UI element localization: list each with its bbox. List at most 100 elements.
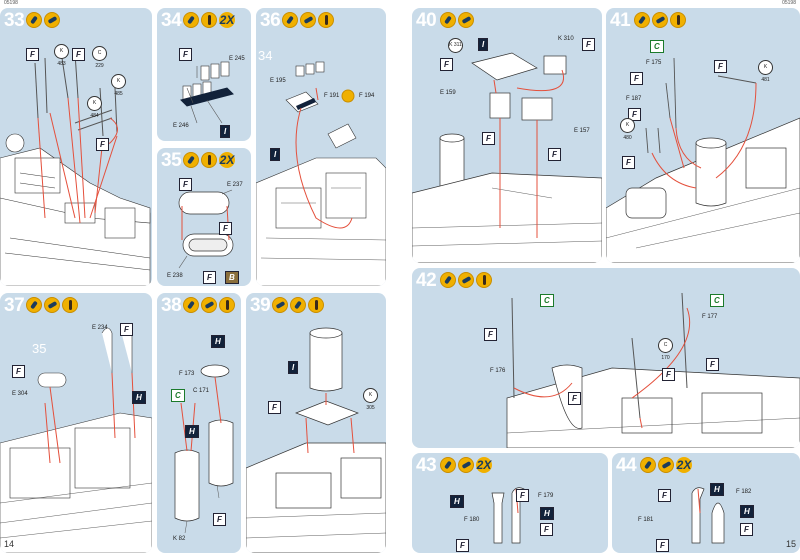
step-number: 37	[4, 295, 25, 316]
multiplier-badge: 2X	[219, 12, 235, 28]
part-F179: F 179	[538, 493, 554, 499]
part-F191: F 191	[324, 93, 340, 99]
flag-C: C	[710, 294, 724, 307]
part-E238: E 238	[167, 273, 183, 279]
flag-F: F	[656, 539, 669, 552]
paint-icons	[440, 12, 474, 28]
step-34-panel: 34 2X F E 245 E 246 I	[157, 8, 251, 141]
glue-icon	[26, 12, 42, 28]
right-page: 40 K 311 I F K 310 F	[412, 8, 800, 553]
step-36-drawing	[256, 61, 386, 286]
step-39-drawing	[246, 327, 386, 553]
step-number: 38	[161, 295, 182, 316]
brush-icon	[44, 12, 60, 28]
flag-F: F	[516, 489, 529, 502]
flag-F: F	[740, 523, 753, 536]
part-E234: E 234	[92, 325, 108, 331]
step-44-panel: 44 2X F H F 182 H F 181 F F	[612, 453, 800, 553]
paint-icons: 2X	[183, 12, 235, 28]
glue-icon	[26, 297, 42, 313]
glue-icon	[634, 12, 650, 28]
brush-icon	[201, 297, 217, 313]
flag-I: I	[220, 125, 231, 138]
paint-icons	[183, 297, 235, 313]
step-42-drawing	[506, 292, 800, 448]
step-39-panel: 39 I K 305 F	[246, 293, 386, 553]
flag-F: F	[714, 60, 727, 73]
flag-B: B	[225, 271, 239, 284]
flag-F: F	[179, 48, 192, 61]
step-number: 40	[416, 10, 437, 31]
step-number: 42	[416, 270, 437, 291]
flag-H: H	[540, 507, 554, 520]
flag-F: F	[540, 523, 553, 536]
flag-F: F	[213, 513, 226, 526]
paint-icons	[282, 12, 334, 28]
left-page-code: 05198	[4, 0, 18, 6]
step-number: 39	[250, 295, 271, 316]
step-number: 44	[616, 455, 637, 476]
brush-icon	[458, 457, 474, 473]
glue-icon	[183, 297, 199, 313]
part-F173: F 173	[179, 371, 195, 377]
flag-F: F	[456, 539, 469, 552]
step-35-panel: 35 2X F E 237 F E 238 F B	[157, 148, 251, 286]
flag-F: F	[26, 48, 39, 61]
glue-icon	[440, 272, 456, 288]
flag-F: F	[548, 148, 561, 161]
glue-icon	[640, 457, 656, 473]
part-K485: K 485	[111, 74, 126, 97]
part-E195: E 195	[270, 78, 286, 84]
part-C170: C 170	[658, 338, 673, 361]
right-page-code: 05198	[782, 0, 796, 6]
flag-F: F	[203, 271, 216, 284]
step-37-drawing	[0, 327, 152, 553]
flag-H: H	[710, 483, 724, 496]
flag-F: F	[630, 72, 643, 85]
step-36-panel: 36 34 E 195 F 191	[256, 8, 386, 286]
brush-icon	[300, 12, 316, 28]
step-number: 33	[4, 10, 25, 31]
flag-F: F	[706, 358, 719, 371]
paint-icons	[272, 297, 324, 313]
part-K481: K 481	[758, 60, 773, 83]
part-F181: F 181	[638, 517, 654, 523]
glue-icon	[440, 457, 456, 473]
flag-F: F	[622, 156, 635, 169]
knife-icon	[670, 12, 686, 28]
paint-icons: 2X	[183, 152, 235, 168]
flag-F: F	[96, 138, 109, 151]
flag-F: F	[120, 323, 133, 336]
step-33-drawing	[0, 52, 151, 286]
step-40-panel: 40 K 311 I F K 310 F	[412, 8, 602, 263]
flag-F: F	[662, 368, 675, 381]
part-F187: F 187	[626, 96, 642, 102]
step-38-panel: 38 H F 173 C C 171 H K 82 F	[157, 293, 241, 553]
flag-F: F	[440, 58, 453, 71]
paint-icons	[440, 272, 492, 288]
step-number: 43	[416, 455, 437, 476]
flag-F: F	[484, 328, 497, 341]
knife-icon	[62, 297, 78, 313]
part-K310: K 310	[558, 36, 574, 42]
brush-icon	[458, 272, 474, 288]
flag-C: C	[650, 40, 664, 53]
flag-F: F	[582, 38, 595, 51]
step-34-drawing	[180, 61, 234, 124]
part-F180: F 180	[464, 517, 480, 523]
step-41-drawing	[606, 57, 800, 263]
part-C229: C 229	[92, 46, 107, 69]
step-43-panel: 43 2X H F F 179 H F 180 F F	[412, 453, 608, 553]
flag-F: F	[658, 489, 671, 502]
glue-icon	[440, 12, 456, 28]
flag-F: F	[12, 365, 25, 378]
flag-I: I	[270, 148, 281, 161]
flag-I: I	[478, 38, 489, 51]
glue-icon	[183, 12, 199, 28]
flag-F: F	[268, 401, 281, 414]
brush-icon	[44, 297, 60, 313]
glue-icon	[282, 12, 298, 28]
part-E157: E 157	[574, 128, 590, 134]
flag-C: C	[171, 389, 185, 402]
brush-icon	[201, 152, 217, 168]
